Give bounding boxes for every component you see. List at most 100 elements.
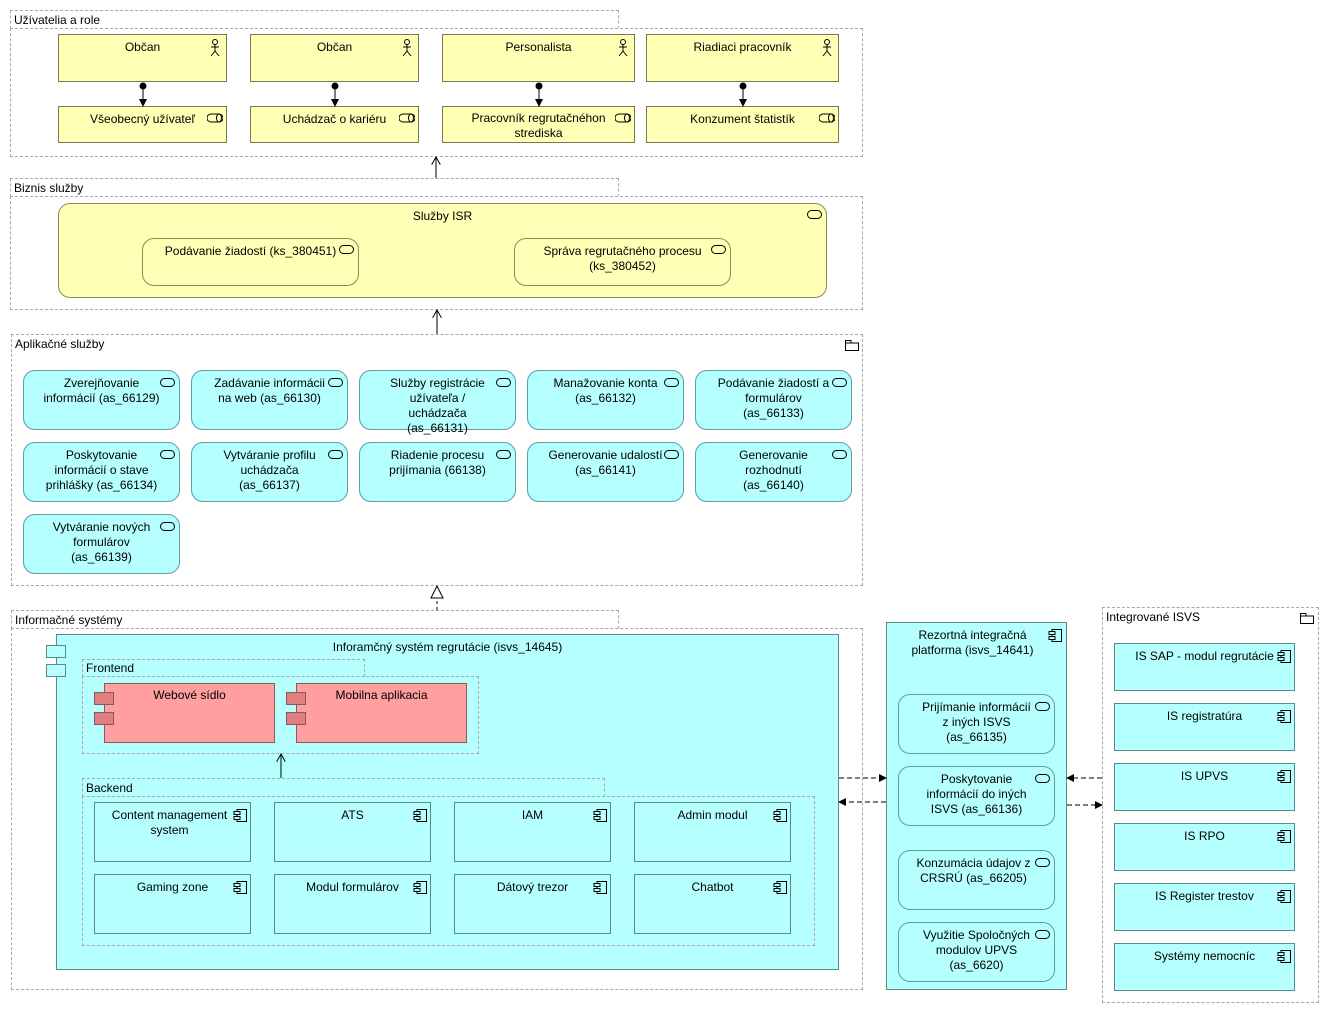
- service-icon: [328, 450, 343, 459]
- component-label: IS SAP - modul regrutácie: [1135, 649, 1274, 663]
- actor-obcan-2[interactable]: Občan: [250, 34, 419, 82]
- component-label: IS UPVS: [1180, 769, 1229, 783]
- app-service-66140[interactable]: Generovanie rozhodnutí (as_66140): [695, 442, 852, 502]
- business-service-title: Služby ISR: [412, 209, 473, 223]
- group-business-label: Biznis služby: [14, 181, 84, 195]
- component-iam[interactable]: IAM: [454, 802, 611, 862]
- service-icon: [807, 210, 822, 219]
- component-label: IS RPO: [1184, 829, 1225, 843]
- actor-label: Riadiaci pracovník: [693, 40, 792, 54]
- actor-icon: [618, 39, 628, 57]
- component-icon: [413, 809, 427, 822]
- actor-obcan-1[interactable]: Občan: [58, 34, 227, 82]
- business-service-label: Správa regrutačného procesu (ks_380452): [543, 244, 702, 273]
- component-webove-sidlo[interactable]: Webové sídlo: [104, 683, 275, 743]
- app-service-66133[interactable]: Podávanie žiadostí a formulárov (as_6613…: [695, 370, 852, 430]
- service-icon: [339, 245, 354, 254]
- service-icon: [664, 378, 679, 387]
- business-service-sprava[interactable]: Správa regrutačného procesu (ks_380452): [514, 238, 731, 286]
- app-service-66132[interactable]: Manažovanie konta (as_66132): [527, 370, 684, 430]
- component-admin-modul[interactable]: Admin modul: [634, 802, 791, 862]
- role-uchadzac[interactable]: Uchádzač o kariéru: [250, 106, 419, 143]
- component-cms[interactable]: Content management system: [94, 802, 251, 862]
- group-backend-label: Backend: [86, 781, 133, 795]
- group-users-label: Užívatelia a role: [14, 13, 101, 27]
- component-label: Mobilna aplikacia: [335, 688, 428, 702]
- integrated-is-sap[interactable]: IS SAP - modul regrutácie: [1114, 643, 1295, 691]
- app-service-66129[interactable]: Zverejňovanie informácií (as_66129): [23, 370, 180, 430]
- service-icon: [160, 378, 175, 387]
- group-backend-tab: [82, 778, 605, 797]
- app-service-66136[interactable]: Poskytovanie informácií do iných ISVS (a…: [898, 766, 1055, 826]
- group-integrated-label: Integrované ISVS: [1106, 610, 1201, 624]
- component-label: IAM: [521, 808, 544, 822]
- service-icon: [1035, 702, 1050, 711]
- app-service-66138[interactable]: Riadenie procesu prijímania (66138): [359, 442, 516, 502]
- group-info-systems-label: Informačné systémy: [15, 613, 123, 627]
- service-icon: [328, 378, 343, 387]
- app-service-66130[interactable]: Zadávanie informácii na web (as_66130): [191, 370, 348, 430]
- app-service-66141[interactable]: Generovanie udalostí (as_66141): [527, 442, 684, 502]
- platform-title: Rezortná integračná platforma (isvs_1464…: [911, 628, 1034, 657]
- app-service-66139[interactable]: Vytváranie nových formulárov (as_66139): [23, 514, 180, 574]
- integrated-is-register-trestov[interactable]: IS Register trestov: [1114, 883, 1295, 931]
- app-service-66135[interactable]: Prijímanie informácií z iných ISVS (as_6…: [898, 694, 1055, 754]
- component-tab: [94, 712, 114, 725]
- component-label: Content management system: [111, 808, 228, 837]
- component-ats[interactable]: ATS: [274, 802, 431, 862]
- component-icon: [1048, 629, 1062, 642]
- integrated-systemy-nemocnic[interactable]: Systémy nemocníc: [1114, 943, 1295, 991]
- app-service-label: Služby registrácie užívateľa / uchádzača…: [390, 376, 485, 435]
- actor-icon: [210, 39, 220, 57]
- service-icon: [711, 245, 726, 254]
- component-label: IS registratúra: [1166, 709, 1243, 723]
- component-chatbot[interactable]: Chatbot: [634, 874, 791, 934]
- app-service-label: Poskytovanie informácií do iných ISVS (a…: [926, 772, 1027, 816]
- integrated-is-rpo[interactable]: IS RPO: [1114, 823, 1295, 871]
- component-tab: [286, 712, 306, 725]
- group-backend: [82, 796, 815, 946]
- integrated-is-registratura[interactable]: IS registratúra: [1114, 703, 1295, 751]
- integrated-is-upvs[interactable]: IS UPVS: [1114, 763, 1295, 811]
- component-datovy-trezor[interactable]: Dátový trezor: [454, 874, 611, 934]
- role-icon: [819, 113, 835, 123]
- business-service-label: Podávanie žiadostí (ks_380451): [164, 244, 337, 258]
- service-icon: [832, 378, 847, 387]
- app-service-label: Riadenie procesu prijímania (66138): [389, 448, 486, 477]
- folder-icon: [1300, 613, 1314, 624]
- component-tab: [286, 692, 306, 705]
- app-service-66137[interactable]: Vytváranie profilu uchádzača (as_66137): [191, 442, 348, 502]
- actor-icon: [402, 39, 412, 57]
- component-icon: [1277, 950, 1291, 963]
- actor-personalista[interactable]: Personalista: [442, 34, 635, 82]
- component-mobilna-aplikacia[interactable]: Mobilna aplikacia: [296, 683, 467, 743]
- component-tab: [46, 664, 66, 677]
- component-gaming-zone[interactable]: Gaming zone: [94, 874, 251, 934]
- app-service-66205[interactable]: Konzumácia údajov z CRSRÚ (as_66205): [898, 850, 1055, 910]
- app-service-66131[interactable]: Služby registrácie užívateľa / uchádzača…: [359, 370, 516, 435]
- app-service-label: Generovanie rozhodnutí (as_66140): [739, 448, 808, 492]
- group-business-tab: [10, 178, 619, 197]
- business-service-podavanie[interactable]: Podávanie žiadostí (ks_380451): [142, 238, 359, 286]
- actor-riadiaci-pracovnik[interactable]: Riadiaci pracovník: [646, 34, 839, 82]
- component-isr-title: Inforamčný systém regrutácie (isvs_14645…: [332, 640, 563, 654]
- component-icon: [593, 881, 607, 894]
- app-service-6620[interactable]: Využitie Spoločných modulov UPVS (as_662…: [898, 922, 1055, 982]
- role-pracovnik[interactable]: Pracovník regrutačnéhon strediska: [442, 106, 635, 143]
- group-frontend-label: Frontend: [86, 661, 135, 675]
- component-label: Gaming zone: [136, 880, 209, 894]
- role-vseobecny-uzivatel[interactable]: Všeobecný užívateľ: [58, 106, 227, 143]
- app-service-66134[interactable]: Poskytovanie informácií o stave prihlášk…: [23, 442, 180, 502]
- role-konzument[interactable]: Konzument štatistík: [646, 106, 839, 143]
- app-service-label: Konzumácia údajov z CRSRÚ (as_66205): [916, 856, 1031, 885]
- component-label: Systémy nemocníc: [1153, 949, 1256, 963]
- component-icon: [233, 881, 247, 894]
- app-service-label: Manažovanie konta (as_66132): [553, 376, 658, 405]
- component-icon: [773, 881, 787, 894]
- component-icon: [1277, 830, 1291, 843]
- app-service-label: Prijímanie informácií z iných ISVS (as_6…: [922, 700, 1031, 744]
- app-service-label: Vytváranie profilu uchádzača (as_66137): [223, 448, 316, 492]
- component-modul-formularov[interactable]: Modul formulárov: [274, 874, 431, 934]
- component-label: Webové sídlo: [153, 688, 226, 702]
- app-service-label: Zverejňovanie informácií (as_66129): [43, 376, 160, 405]
